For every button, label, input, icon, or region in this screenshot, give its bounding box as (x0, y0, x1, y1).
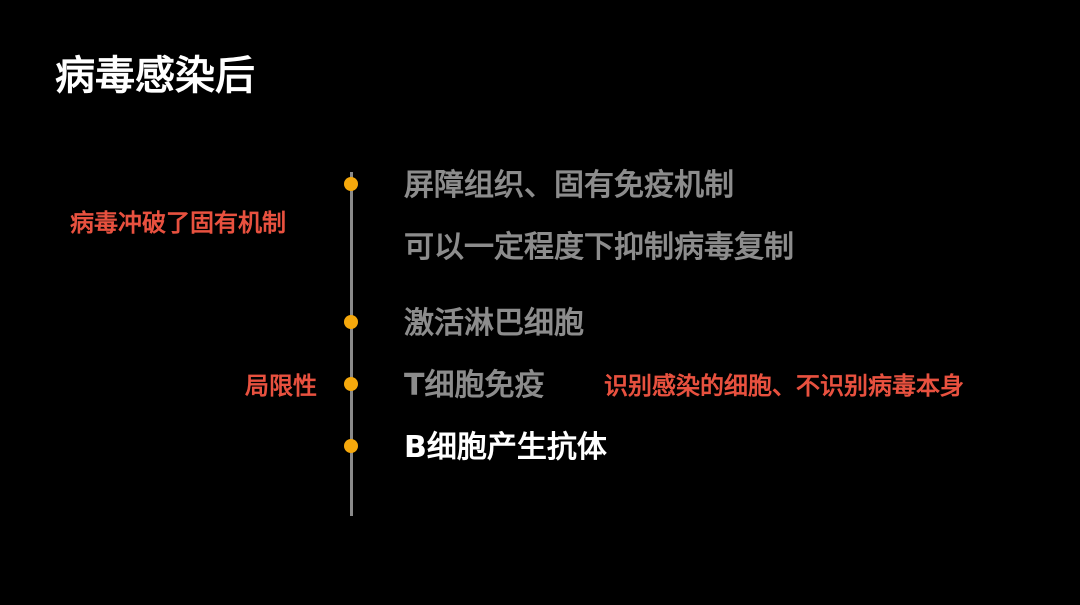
slide-title: 病毒感染后 (55, 53, 255, 99)
timeline-item-inhibit: 可以一定程度下抑制病毒复制 (404, 230, 794, 265)
timeline-dot (344, 439, 358, 453)
annotation-limitation: 局限性 (245, 372, 317, 400)
timeline-line (350, 172, 353, 516)
timeline-item-barrier: 屏障组织、固有免疫机制 (404, 168, 734, 203)
annotation-virus-breakthrough: 病毒冲破了固有机制 (70, 209, 286, 237)
timeline-item-t-cell: T细胞免疫 (404, 368, 545, 403)
timeline-item-b-cell: B细胞产生抗体 (404, 430, 607, 465)
annotation-t-cell-note: 识别感染的细胞、不识别病毒本身 (604, 372, 964, 400)
timeline-dot (344, 177, 358, 191)
timeline-dot (344, 377, 358, 391)
timeline-item-activate-lymphocytes: 激活淋巴细胞 (404, 306, 584, 341)
timeline-dot (344, 315, 358, 329)
